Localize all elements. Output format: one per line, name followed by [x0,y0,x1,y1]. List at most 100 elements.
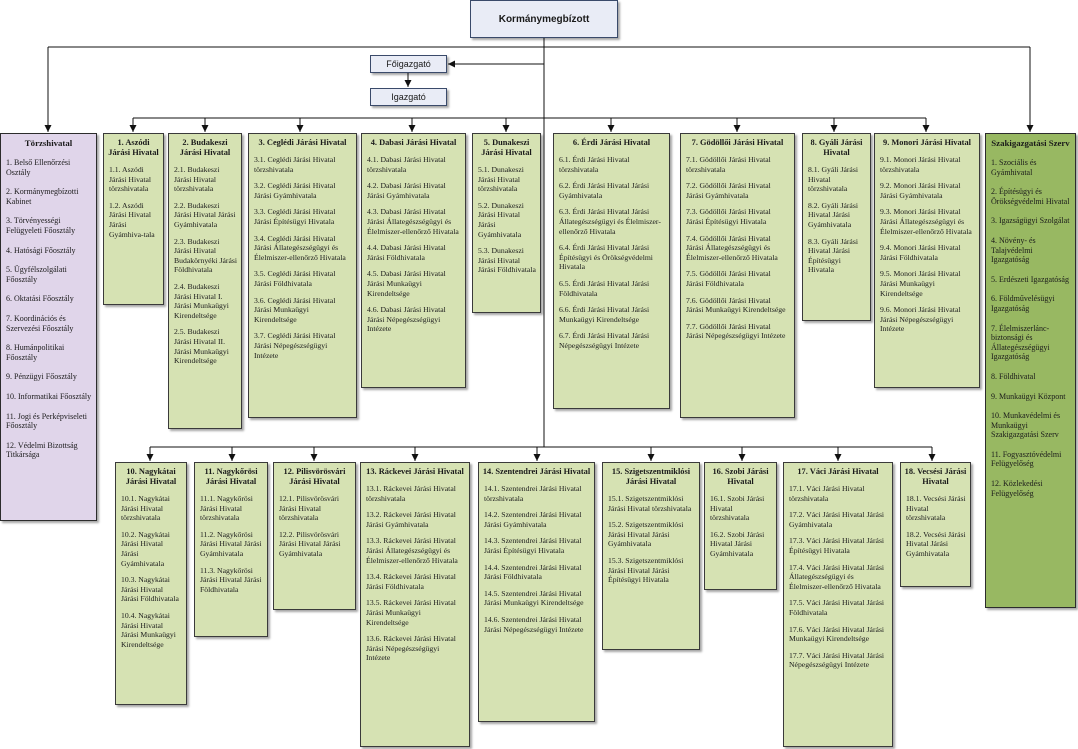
unit-item: 4.2. Dabasi Járási Hivatal Járási Gyámhi… [367,181,446,200]
unit-item: 6. Oktatási Főosztály [6,294,74,304]
district-box-erd[interactable]: 6. Érdi Járási Hivatal 6.1. Érdi Járási … [553,133,670,409]
district-items: 13.1. Ráckevei Járási Hivatal törzshivat… [361,484,469,663]
unit-item: 11.1. Nagykőrösi Járási Hivatal törzshiv… [200,494,253,523]
district-items: 9.1. Monori Járási Hivatal törzshivatala… [875,155,979,334]
unit-item: 4. Hatósági Főosztály [6,245,76,255]
unit-item: 9.2. Monori Járási Hivatal Járási Gyámhi… [880,181,961,200]
unit-item: 10. Informatikai Főosztály [6,391,92,401]
unit-item: 13.1. Ráckevei Járási Hivatal törzshivat… [366,484,456,503]
district-title: 12. Pilisvörösvári Járási Hivatal [283,467,346,486]
unit-item: 7.3. Gödöllői Járási Hivatal Járási Épít… [686,207,771,226]
unit-item: 14.1. Szentendrei Járási Hivatal törzshi… [484,484,582,503]
district-title: 8. Gyáli Járási Hivatal [810,138,863,157]
unit-item: 12.1. Pilisvörösvári Járási Hivatal törz… [279,494,340,523]
unit-item: 15.1. Szigetszentmiklósi Járási Hivatal … [608,494,692,513]
district-box-vecses[interactable]: 18. Vecsési Járási Hivatal 18.1. Vecsési… [900,462,971,587]
unit-item: 1.1. Aszódi Járási Hivatal törzshivatala [109,165,152,194]
district-box-nagykoros[interactable]: 11. Nagykőrösi Járási Hivatal 11.1. Nagy… [194,462,268,637]
unit-item: 7.6. Gödöllői Járási Hivatal Járási Munk… [686,295,786,315]
unit-item: 6.1. Érdi Járási Hivatal törzshivatala [559,155,630,174]
district-box-nagykata[interactable]: 10. Nagykátai Járási Hivatal 10.1. Nagyk… [115,462,187,705]
district-box-szigetszentmiklos[interactable]: 15. Szigetszentmiklósi Járási Hivatal 15… [602,462,700,650]
district-items: 6.1. Érdi Járási Hivatal törzshivatala 6.… [554,155,669,351]
unit-item: 10.2. Nagykátai Járási Hivatal Járási Gy… [121,529,170,568]
district-title: 4. Dabasi Járási Hivatal [370,138,457,147]
unit-item: 9.6. Monori Járási Hivatal Járási Népegé… [880,305,961,334]
unit-item: 10.1. Nagykátai Járási Hivatal törzshiva… [121,494,170,523]
unit-item: 18.1. Vecsési Járási Hivatal törzshivata… [906,494,966,523]
district-box-aszod[interactable]: 1. Aszódi Járási Hivatal 1.1. Aszódi Jár… [103,133,164,305]
district-box-szob[interactable]: 16. Szobi Járási Hivatal 16.1. Szobi Jár… [704,462,777,590]
unit-item: 2.3. Budakeszi Járási Hivatal Budakörnyé… [174,236,237,275]
unit-item: 3.7. Ceglédi Járási Hivatal Járási Népeg… [254,331,336,360]
unit-item: 9.1. Monori Járási Hivatal törzshivatala [880,155,961,174]
unit-item: 3.1. Ceglédi Járási Hivatal törzshivatal… [254,155,336,174]
foigazgato-box[interactable]: Főigazgató [370,55,447,73]
unit-item: 2.1. Budakeszi Járási Hivatal törzshivat… [174,165,220,194]
unit-item: 7. Koordinációs és Szervezési Főosztály [6,313,74,333]
district-box-vac[interactable]: 17. Váci Járási Hivatal 17.1. Váci Járás… [783,462,893,747]
unit-item: 13.4. Ráckevei Járási Hivatal Járási Föl… [366,572,456,591]
unit-item: 5.1. Dunakeszi Járási Hivatal törzshivat… [478,165,524,194]
unit-item: 8.1. Gyáli Járási Hivatal törzshivatala [808,165,858,194]
unit-item: 4.1. Dabasi Járási Hivatal törzshivatala [367,155,446,174]
district-items: 14.1. Szentendrei Járási Hivatal törzshi… [479,484,594,634]
szakigazgatasi-szerv-title: Szakigazgatási Szerv [991,138,1070,148]
unit-item: 12. Közlekedési Felügyelőség [991,479,1043,498]
district-items: 3.1. Ceglédi Járási Hivatal törzshivatal… [249,155,356,360]
district-box-rackeve[interactable]: 13. Ráckevei Járási Hivatal 13.1. Ráckev… [360,462,470,747]
district-box-dunakeszi[interactable]: 5. Dunakeszi Járási Hivatal 5.1. Dunakes… [472,133,541,313]
szakigazgatasi-szerv-box[interactable]: Szakigazgatási Szerv 1. Szociális és Gyá… [985,133,1076,608]
district-box-dabas[interactable]: 4. Dabasi Járási Hivatal 4.1. Dabasi Jár… [361,133,466,388]
unit-item: 1. Belső Ellenőrzési Osztály [6,158,71,177]
unit-item: 7.7. Gödöllői Járási Hivatal Járási Népe… [686,321,786,341]
district-box-cegled[interactable]: 3. Ceglédi Járási Hivatal 3.1. Ceglédi J… [248,133,357,418]
district-title: 13. Ráckevei Járási Hivatal [366,467,464,476]
unit-item: 2.5. Budakeszi Járási Hivatal II. Járási… [174,327,229,366]
unit-item: 13.3. Ráckevei Járási Hivatal Járási Áll… [366,536,458,565]
unit-item: 12. Védelmi Bizottság Titkársága [6,440,78,460]
unit-item: 3.4. Ceglédi Járási Hivatal Járási Állat… [254,233,346,262]
unit-item: 6.4. Érdi Járási Hivatal Járási Építésüg… [559,243,653,272]
unit-item: 17.4. Váci Járási Hivatal Járási Állateg… [789,562,885,591]
district-box-pilisvorosvar[interactable]: 12. Pilisvörösvári Járási Hivatal 12.1. … [273,462,356,610]
kormanymegbizott-box[interactable]: Kormánymegbízott [470,0,618,38]
unit-item: 13.6. Ráckevei Járási Hivatal Járási Nép… [366,634,456,663]
district-items: 7.1. Gödöllői Járási Hivatal törzshivata… [681,155,794,341]
unit-item: 2. Építésügyi és Örökségvédelmi Hivatal [991,187,1070,206]
district-box-szentendre[interactable]: 14. Szentendrei Járási Hivatal 14.1. Sze… [478,462,595,722]
district-title: 16. Szobi Járási Hivatal [712,467,769,486]
unit-item: 1.2. Aszódi Járási Hivatal Járási Gyámhi… [109,200,155,239]
district-title: 9. Monori Járási Hivatal [883,138,971,147]
unit-item: 14.2. Szentendrei Járási Hivatal Járási … [484,510,582,529]
unit-item: 9. Pénzügyi Főosztály [6,372,77,382]
district-box-budakeszi[interactable]: 2. Budakeszi Járási Hivatal 2.1. Budakes… [168,133,242,429]
unit-item: 6.5. Érdi Járási Hivatal Járási Földhiva… [559,278,650,298]
unit-item: 8.2. Gyáli Járási Hivatal Járási Gyámhiv… [808,200,858,229]
unit-item: 10. Munkavédelmi és Munkaügyi Szakigazga… [991,411,1061,440]
unit-item: 17.2. Váci Járási Hivatal Járási Gyámhiv… [789,510,885,529]
unit-item: 4. Növény- és Talajvédelmi Igazgatóság [991,235,1036,265]
district-title: 5. Dunakeszi Járási Hivatal [481,138,532,157]
unit-item: 13.2. Ráckevei Járási Hivatal Járási Gyá… [366,510,456,529]
unit-item: 5.3. Dunakeszi Járási Hivatal Járási Föl… [478,246,536,275]
district-title: 18. Vecsési Járási Hivatal [904,467,967,486]
district-box-monor[interactable]: 9. Monori Járási Hivatal 9.1. Monori Jár… [874,133,980,388]
igazgato-box[interactable]: Igazgató [370,88,447,106]
unit-item: 8.3. Gyáli Járási Hivatal Járási Építésü… [808,236,858,275]
unit-item: 4.4. Dabasi Járási Hivatal Járási Földhi… [367,243,446,262]
torzshivatal-box[interactable]: Törzshivatal 1. Belső Ellenőrzési Osztál… [0,133,97,521]
unit-item: 14.5. Szentendrei Járási Hivatal Járási … [484,588,584,608]
unit-item: 6.3. Érdi Járási Hivatal Járási Állategé… [559,207,661,236]
district-box-godollo[interactable]: 7. Gödöllői Járási Hivatal 7.1. Gödöllői… [680,133,795,418]
unit-item: 3. Törvényességi Felügyeleti Főosztály [6,216,76,235]
unit-item: 16.2. Szobi Járási Hivatal Járási Gyámhi… [710,529,765,558]
unit-item: 11.2. Nagykőrösi Járási Hivatal Járási G… [200,529,262,558]
unit-item: 3.6. Ceglédi Járási Hivatal Járási Munka… [254,295,336,324]
unit-item: 7. Élelmiszerlánc-biztonsági és Állategé… [991,323,1050,362]
district-title: 11. Nagykőrösi Járási Hivatal [204,467,258,486]
district-title: 1. Aszódi Járási Hivatal [108,138,159,157]
district-box-gyal[interactable]: 8. Gyáli Járási Hivatal 8.1. Gyáli Járás… [802,133,871,321]
